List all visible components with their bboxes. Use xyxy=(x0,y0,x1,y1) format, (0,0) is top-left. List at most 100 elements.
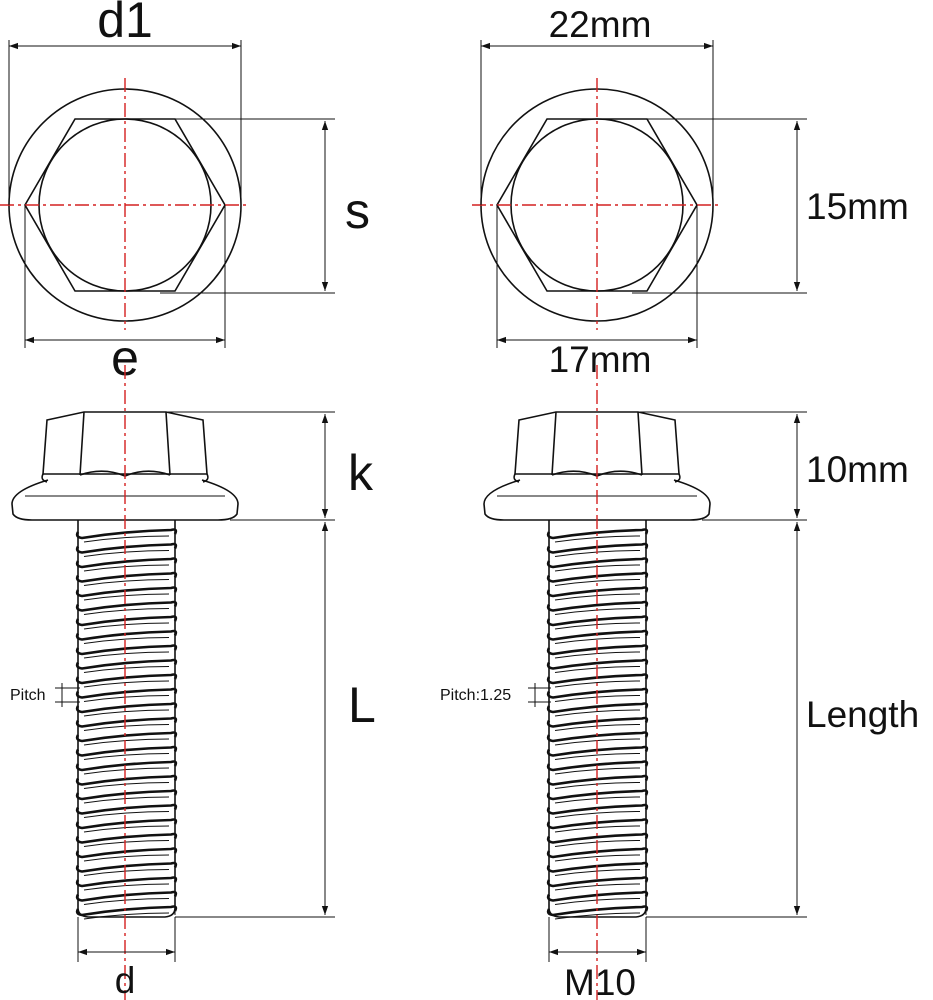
thread-crest xyxy=(75,774,178,786)
left-s-dimension: s xyxy=(145,118,370,294)
left-d-dimension: d xyxy=(77,917,176,1000)
thread-crest xyxy=(75,847,178,859)
thread-root xyxy=(83,637,170,644)
thread-crest xyxy=(546,832,649,844)
d1-label: d1 xyxy=(97,0,153,48)
thread-root xyxy=(83,680,170,688)
right-thread-shank xyxy=(546,365,649,1000)
thread-crest xyxy=(75,658,178,670)
thread-crest xyxy=(75,687,178,699)
thread-root xyxy=(83,883,170,891)
thread-crest xyxy=(75,716,178,728)
right-pitch-dimension: Pitch:1.25 xyxy=(440,683,551,707)
thread-crest xyxy=(75,644,178,656)
thread-crest xyxy=(75,600,178,612)
thread-crest xyxy=(75,818,178,830)
thread-crest xyxy=(546,600,649,612)
thread-crest xyxy=(75,905,178,917)
thread-crest xyxy=(75,861,178,873)
thread-root xyxy=(554,579,641,586)
right-across-corners-dimension: 17mm xyxy=(496,205,698,380)
left-pitch-dimension: Pitch xyxy=(10,683,80,707)
thread-crest xyxy=(75,615,178,627)
pitch-value-label: Pitch:1.25 xyxy=(440,687,511,704)
right-flange-diameter-dimension: 22mm xyxy=(480,4,714,205)
thread-crest xyxy=(546,557,649,569)
thread-crest xyxy=(75,542,178,554)
thread-crest xyxy=(75,760,178,772)
thread-crest xyxy=(75,876,178,888)
thread-root xyxy=(83,564,170,572)
thread-root xyxy=(83,579,170,586)
thread-root xyxy=(83,738,170,746)
across-corners-label: 17mm xyxy=(549,339,652,380)
thread-root xyxy=(83,854,170,862)
thread-crest xyxy=(75,673,178,685)
thread-root xyxy=(83,709,170,717)
thread-root xyxy=(554,637,641,644)
thread-root xyxy=(554,535,641,543)
left-k-dimension: k xyxy=(150,411,374,521)
thread-root xyxy=(83,724,170,731)
thread-root xyxy=(554,811,641,818)
thread-root xyxy=(554,753,641,760)
thread-root xyxy=(554,680,641,688)
thread-root xyxy=(83,898,170,905)
thread-root xyxy=(83,753,170,760)
thread-root xyxy=(83,767,170,775)
thread-crest xyxy=(75,803,178,815)
right-head-height-dimension: 10mm xyxy=(622,411,909,521)
thread-root xyxy=(83,651,170,659)
across-flats-label: 15mm xyxy=(806,186,909,227)
left-head-top-view xyxy=(0,78,250,330)
head-height-label: 10mm xyxy=(806,449,909,490)
thread-root xyxy=(83,796,170,804)
thread-root xyxy=(83,811,170,818)
right-thread-diameter-dimension: M10 xyxy=(548,917,647,1000)
thread-root xyxy=(83,840,170,847)
left-thread-shank xyxy=(75,365,178,1000)
left-d1-dimension: d1 xyxy=(8,0,242,205)
flange-diameter-label: 22mm xyxy=(549,4,652,45)
s-label: s xyxy=(345,183,370,239)
thread-root xyxy=(83,550,170,557)
thread-crest xyxy=(75,789,178,801)
thread-crest xyxy=(546,760,649,772)
thread-crest xyxy=(75,586,178,598)
k-label: k xyxy=(348,445,374,501)
thread-root xyxy=(83,666,170,673)
thread-crest xyxy=(75,731,178,743)
thread-root xyxy=(83,695,170,702)
thread-root xyxy=(554,709,641,717)
right-across-flats-dimension: 15mm xyxy=(617,118,909,294)
thread-crest xyxy=(75,571,178,583)
thread-root xyxy=(83,825,170,833)
thread-root xyxy=(554,854,641,862)
thread-crest xyxy=(75,745,178,757)
thread-root xyxy=(83,535,170,543)
thread-crest xyxy=(546,658,649,670)
right-bolt-view: 22mm 15mm 17mm xyxy=(440,4,919,1000)
thread-crest xyxy=(75,528,178,540)
thread-root xyxy=(83,608,170,615)
d-label: d xyxy=(115,960,136,1000)
L-label: L xyxy=(348,677,376,733)
thread-crest xyxy=(75,629,178,641)
thread-crest xyxy=(75,702,178,714)
thread-root xyxy=(83,622,170,630)
thread-crest xyxy=(75,557,178,569)
thread-root xyxy=(554,912,641,920)
thread-root xyxy=(83,912,170,920)
left-bolt-view: d1 s e xyxy=(0,0,376,1000)
thread-crest xyxy=(75,832,178,844)
left-L-dimension: L xyxy=(175,522,376,918)
length-label: Length xyxy=(806,694,919,735)
thread-crest xyxy=(546,702,649,714)
thread-root xyxy=(83,593,170,601)
right-length-dimension: Length xyxy=(646,522,919,918)
thread-root xyxy=(83,782,170,789)
pitch-label: Pitch xyxy=(10,687,46,704)
right-head-top-view xyxy=(472,78,722,330)
thread-crest xyxy=(546,528,649,540)
